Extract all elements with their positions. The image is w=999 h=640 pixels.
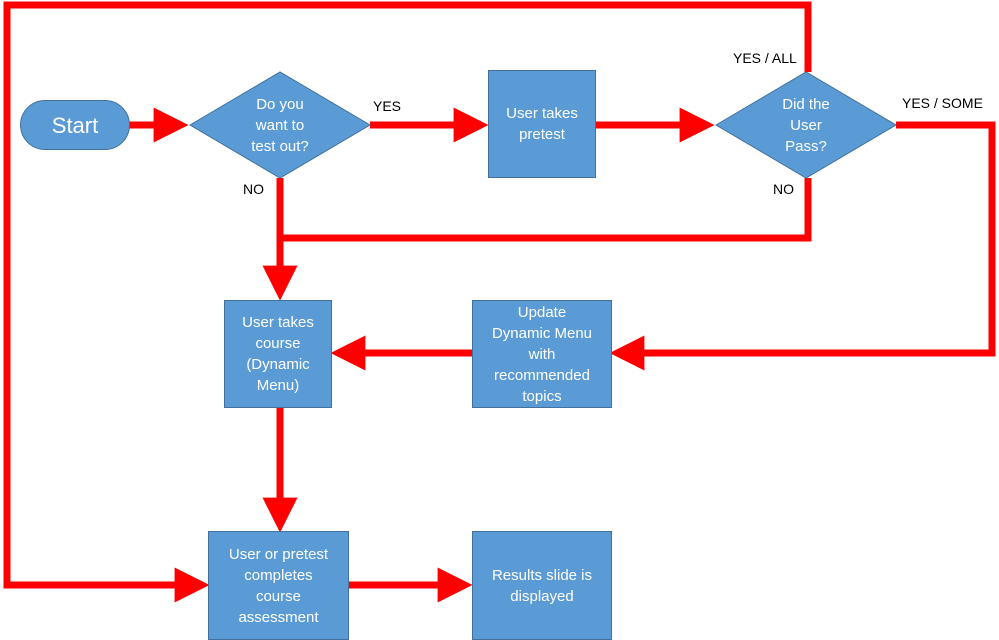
decision-test-out-label: Do you want to test out? <box>251 95 309 155</box>
pretest-label: User takes pretest <box>506 105 578 143</box>
pretest-box: User takes pretest <box>488 70 596 178</box>
decision-test-out-shape <box>189 71 371 179</box>
connector-passed-no <box>280 178 812 242</box>
update-menu-label: Update Dynamic Menu with recommended top… <box>491 303 593 405</box>
edge-label-passed-some: YES / SOME <box>902 95 983 111</box>
edge-label-test-out-yes: YES <box>373 98 402 114</box>
connector-passed-some <box>609 121 996 371</box>
start-label: Start <box>51 112 99 138</box>
decision-passed-shape <box>715 71 897 179</box>
update-menu-box: Update Dynamic Menu with recommended top… <box>472 300 612 408</box>
edge-label-test-out-no: NO <box>243 181 264 197</box>
course-label: User takes course (Dynamic Menu) <box>242 314 314 394</box>
connector-passed-all <box>3 1 812 603</box>
decision-passed-label: Did the User Pass? <box>782 95 830 155</box>
results-box: Results slide is displayed <box>472 531 612 640</box>
assessment-box: User or pretest completes course assessm… <box>208 531 349 640</box>
edge-label-passed-all: YES / ALL <box>733 50 797 66</box>
course-box: User takes course (Dynamic Menu) <box>224 300 332 408</box>
edge-label-passed-no: NO <box>773 181 794 197</box>
start-node: Start <box>20 100 130 150</box>
assessment-label: User or pretest completes course assessm… <box>228 545 329 626</box>
results-label: Results slide is displayed <box>491 566 593 605</box>
